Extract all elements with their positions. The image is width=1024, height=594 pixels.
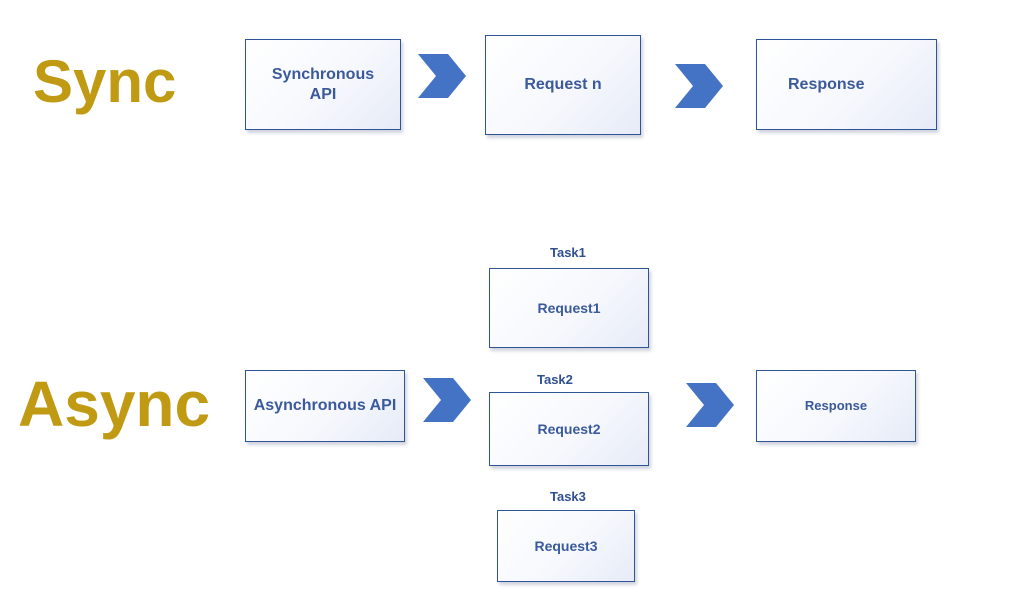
chevron-right-icon	[686, 383, 734, 427]
chevron-right-icon	[423, 378, 471, 422]
async-request-label: Request2	[537, 420, 601, 437]
async-response-label: Response	[804, 398, 868, 414]
sync-request-label: Request n	[524, 76, 602, 94]
sync-heading: Sync	[33, 48, 177, 115]
async-request-box: Request1	[489, 268, 649, 348]
async-api-box: Asynchronous API	[245, 370, 405, 442]
sync-request-box: Request n	[485, 35, 641, 135]
async-request-box: Request2	[489, 392, 649, 466]
task-label: Task1	[550, 245, 586, 260]
chevron-right-icon	[418, 54, 466, 98]
sync-response-label: Response	[788, 75, 865, 93]
chevron-right-icon	[675, 64, 723, 108]
task-label: Task3	[550, 489, 586, 504]
sync-response-box: Response	[756, 39, 937, 130]
async-response-box: Response	[756, 370, 916, 442]
async-request-box: Request3	[497, 510, 635, 582]
async-request-label: Request3	[534, 537, 598, 554]
sync-api-box: Synchronous API	[245, 39, 401, 130]
async-request-label: Request1	[537, 299, 601, 316]
async-api-label: Asynchronous API	[253, 397, 397, 415]
sync-api-label: Synchronous API	[271, 66, 375, 103]
async-heading: Async	[18, 368, 211, 440]
task-label: Task2	[537, 372, 573, 387]
